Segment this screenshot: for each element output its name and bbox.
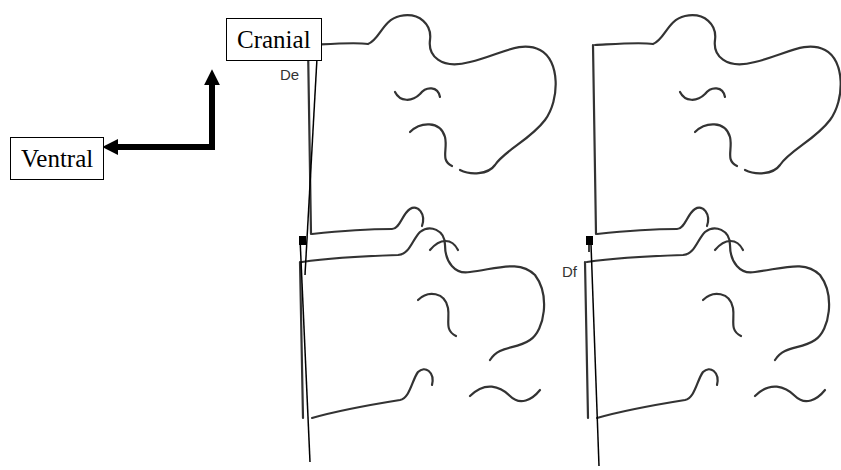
level-label: Df: [562, 263, 577, 280]
left-spine: [299, 15, 556, 462]
orientation-arrow: [110, 77, 212, 147]
direction-box: Ventral: [10, 137, 104, 180]
right-spine: [585, 15, 841, 466]
direction-box: Cranial: [226, 18, 322, 61]
direction-text: Ventral: [21, 143, 93, 174]
direction-text: Cranial: [237, 24, 311, 55]
level-label: De: [280, 66, 299, 83]
